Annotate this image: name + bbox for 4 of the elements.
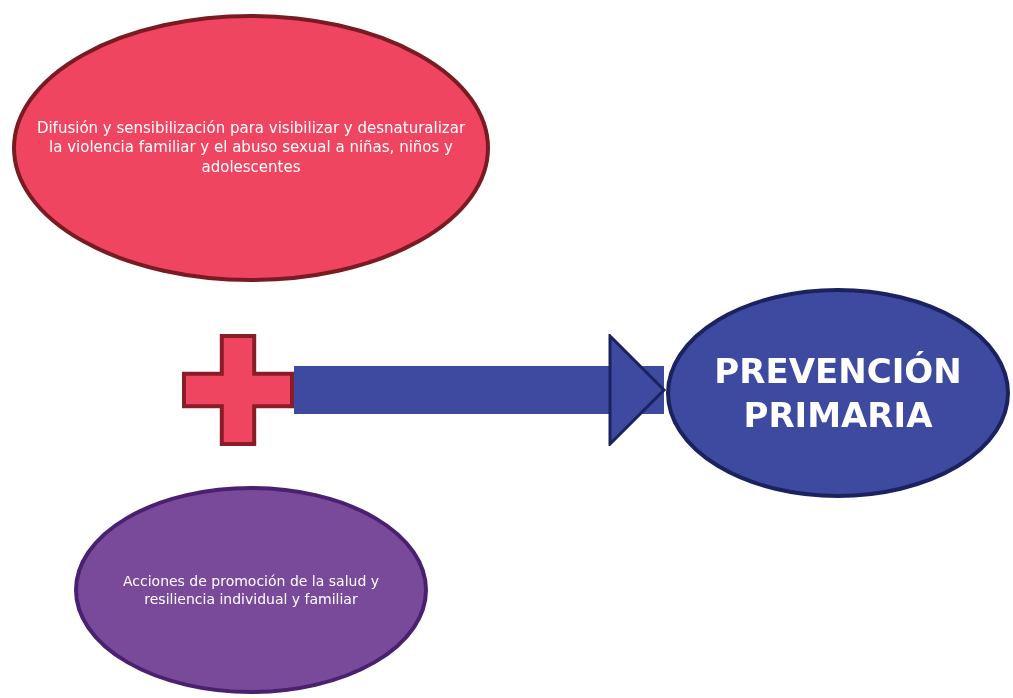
block-arrow	[294, 334, 666, 446]
node-text: PREVENCIÓN PRIMARIA	[713, 349, 963, 437]
node-text: Difusión y sensibilización para visibilizar y desnaturalizar la violencia familiar y el abuso sexual a niñas, niños y adolescentes	[35, 118, 467, 178]
node-text: Acciones de promoción de la salud y resiliencia individual y familiar	[121, 571, 381, 609]
